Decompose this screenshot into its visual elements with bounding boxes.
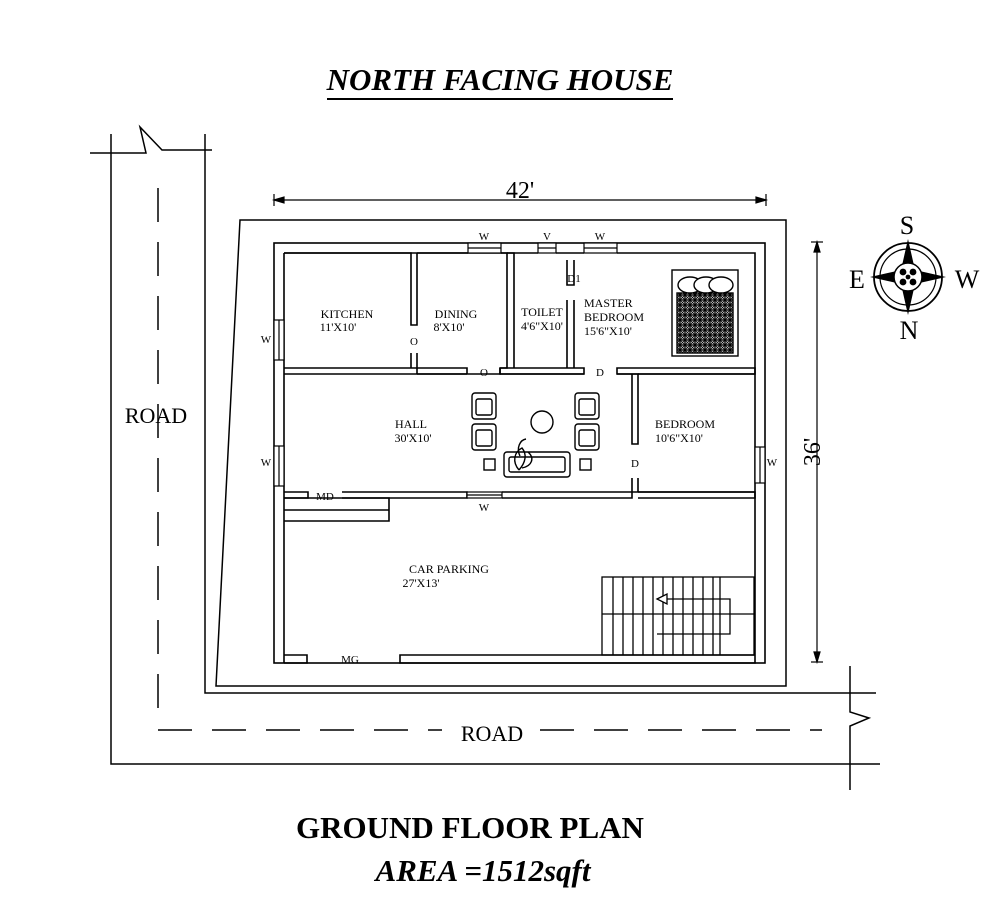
dimension-lines bbox=[271, 194, 823, 665]
hall-name: HALL bbox=[395, 417, 427, 431]
window-label-hall-left: W bbox=[261, 457, 272, 469]
staircase bbox=[601, 576, 755, 656]
road-outer-edge bbox=[110, 134, 880, 765]
site-boundary bbox=[90, 124, 880, 790]
stair-direction-arrow bbox=[657, 598, 731, 635]
break-line-top bbox=[90, 124, 212, 154]
car-parking-size: 27'X13' bbox=[403, 576, 440, 590]
compass-center-dot-4 bbox=[909, 278, 917, 286]
door-label-bedroom: D bbox=[631, 458, 639, 470]
hall-size: 30'X10' bbox=[395, 431, 432, 445]
dining-name: DINING bbox=[435, 307, 478, 321]
toilet-size: 4'6"X10' bbox=[521, 319, 563, 333]
width-dim-arrow-left bbox=[271, 196, 285, 204]
coffee-table bbox=[530, 410, 554, 434]
kitchen-size: 11'X10' bbox=[320, 320, 357, 334]
openings bbox=[273, 242, 766, 499]
road-label-bottom: ROAD bbox=[461, 721, 523, 746]
bedroom-size: 10'6"X10' bbox=[655, 431, 703, 445]
plan-title: GROUND FLOOR PLAN bbox=[296, 810, 644, 845]
stair-arrowhead bbox=[655, 592, 668, 606]
opening-label-kitchen: O bbox=[410, 336, 418, 348]
depth-dim-arrow-top bbox=[813, 239, 821, 253]
toilet-name: TOILET bbox=[521, 305, 563, 319]
double-bed bbox=[671, 269, 739, 357]
bed-mattress bbox=[676, 292, 734, 354]
break-line-right bbox=[849, 666, 872, 790]
opening-labels: W V W D1 W O O D W D W MD W MG bbox=[261, 231, 778, 666]
compass-label-left: E bbox=[849, 265, 865, 294]
hall-seating bbox=[471, 392, 600, 478]
car-parking-name: CAR PARKING bbox=[409, 562, 489, 576]
opening-label-dining: O bbox=[480, 367, 488, 379]
depth-dimension-label: 36' bbox=[800, 438, 826, 466]
side-table-right bbox=[579, 458, 592, 471]
compass-label-right: W bbox=[955, 265, 980, 294]
compass-center-dot-2 bbox=[909, 268, 917, 276]
compass-labels: S N E W bbox=[849, 211, 980, 345]
window-label-master: W bbox=[595, 231, 606, 243]
page-title: NORTH FACING HOUSE bbox=[0, 62, 1000, 100]
door-label-toilet: D1 bbox=[567, 273, 580, 285]
compass-rose bbox=[870, 239, 946, 315]
toilet-walls bbox=[499, 252, 585, 375]
width-dim-arrow-right bbox=[755, 196, 769, 204]
area-label: AREA =1512sqft bbox=[375, 853, 591, 888]
ventilator-label: V bbox=[543, 231, 551, 243]
bedroom-walls bbox=[638, 373, 755, 493]
plant-icon bbox=[514, 438, 533, 471]
stair-outline bbox=[601, 576, 755, 656]
room-labels: KITCHEN 11'X10' DINING 8'X10' TOILET 4'6… bbox=[320, 296, 716, 590]
main-gate-label: MG bbox=[341, 654, 359, 666]
armchair-1-seat bbox=[475, 398, 493, 416]
window-label-hall-bottom: W bbox=[479, 502, 490, 514]
armchair-4-seat bbox=[578, 429, 596, 447]
master-bedroom-walls bbox=[566, 260, 756, 375]
main-door-label: MD bbox=[316, 491, 334, 503]
window-label-kitchen: W bbox=[261, 334, 272, 346]
dining-size: 8'X10' bbox=[434, 320, 465, 334]
width-dimension-label: 42' bbox=[506, 178, 534, 204]
master-bedroom-name-line1: MASTER bbox=[584, 296, 633, 310]
sofa-back bbox=[508, 456, 566, 473]
pillow-right bbox=[708, 276, 734, 294]
armchair-2-seat bbox=[475, 429, 493, 447]
side-table-left bbox=[483, 458, 496, 471]
compass-center-dot-3 bbox=[899, 278, 907, 286]
window-label-bedroom: W bbox=[767, 457, 778, 469]
compass-center-dot-1 bbox=[899, 268, 907, 276]
master-bedroom-name-line2: BEDROOM bbox=[584, 310, 644, 324]
depth-dim-arrow-bottom bbox=[813, 651, 821, 665]
door-label-master: D bbox=[596, 367, 604, 379]
master-bedroom-size: 15'6"X10' bbox=[584, 324, 632, 338]
armchair-3-seat bbox=[578, 398, 596, 416]
kitchen-name: KITCHEN bbox=[321, 307, 374, 321]
compass-label-top: S bbox=[900, 211, 914, 240]
bedroom-name: BEDROOM bbox=[655, 417, 715, 431]
plot-edge bbox=[204, 134, 876, 694]
compass-label-bottom: N bbox=[900, 316, 919, 345]
car-parking-steps bbox=[284, 497, 390, 522]
compound-wall bbox=[215, 219, 787, 687]
compass-center-dot-5 bbox=[905, 274, 911, 280]
road-label-left: ROAD bbox=[125, 403, 187, 428]
window-label-dining: W bbox=[479, 231, 490, 243]
